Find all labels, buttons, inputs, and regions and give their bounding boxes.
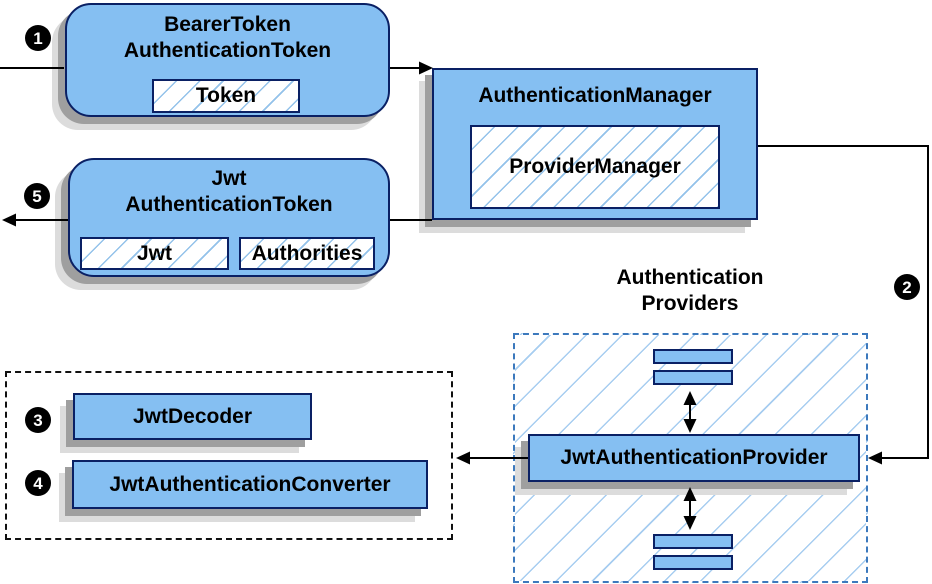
step-badge-3: 3 bbox=[25, 407, 51, 433]
left-arrowhead-icon bbox=[456, 451, 470, 465]
bearer-title-line1: BearerToken bbox=[164, 13, 291, 36]
provider-manager-field: ProviderManager bbox=[470, 125, 720, 209]
jwt-authentication-provider-label: JwtAuthenticationProvider bbox=[560, 446, 828, 469]
jwt-decoder-node: JwtDecoder bbox=[73, 393, 312, 440]
providers-label-line1: Authentication bbox=[616, 266, 764, 289]
jwt-authentication-converter-label: JwtAuthenticationConverter bbox=[109, 472, 391, 496]
jwt-field-label: Jwt bbox=[136, 241, 172, 265]
jwt-title-line1: Jwt bbox=[211, 167, 247, 190]
provider-placeholder-bar bbox=[653, 349, 733, 364]
bearer-node-title: BearerToken AuthenticationToken bbox=[67, 12, 388, 64]
token-field: Token bbox=[152, 79, 300, 113]
right-arrowhead-icon bbox=[419, 61, 433, 75]
jwt-title-line2: AuthenticationToken bbox=[125, 193, 333, 216]
providers-label-line2: Providers bbox=[641, 292, 739, 315]
jwt-authentication-token-node: Jwt AuthenticationToken Jwt Authorities bbox=[68, 158, 390, 277]
jwt-authentication-converter-node: JwtAuthenticationConverter bbox=[72, 460, 428, 509]
provider-placeholder-bar bbox=[653, 555, 733, 570]
jwt-node-title: Jwt AuthenticationToken bbox=[70, 166, 388, 218]
left-arrowhead-icon bbox=[868, 451, 882, 465]
jwt-authentication-provider-node: JwtAuthenticationProvider bbox=[528, 434, 860, 482]
providers-group-label: Authentication Providers bbox=[585, 265, 795, 317]
bearer-title-line2: AuthenticationToken bbox=[123, 39, 332, 62]
step-badge-5: 5 bbox=[24, 183, 50, 209]
authorities-field: Authorities bbox=[239, 237, 375, 270]
step-badge-2: 2 bbox=[894, 274, 920, 300]
token-field-label: Token bbox=[195, 84, 257, 107]
authorities-field-label: Authorities bbox=[251, 241, 363, 265]
provider-manager-label: ProviderManager bbox=[509, 155, 681, 178]
jwt-decoder-label: JwtDecoder bbox=[132, 404, 253, 428]
provider-placeholder-bar bbox=[653, 370, 733, 385]
step-badge-4: 4 bbox=[25, 470, 51, 496]
jwt-field: Jwt bbox=[80, 237, 229, 270]
bearer-token-authentication-token-node: BearerToken AuthenticationToken Token bbox=[65, 3, 390, 117]
left-arrowhead-icon bbox=[2, 213, 16, 227]
provider-placeholder-bar bbox=[653, 534, 733, 549]
step-badge-1: 1 bbox=[25, 25, 51, 51]
manager-node-title: AuthenticationManager bbox=[478, 84, 712, 107]
authentication-manager-node: AuthenticationManager ProviderManager bbox=[432, 68, 758, 220]
